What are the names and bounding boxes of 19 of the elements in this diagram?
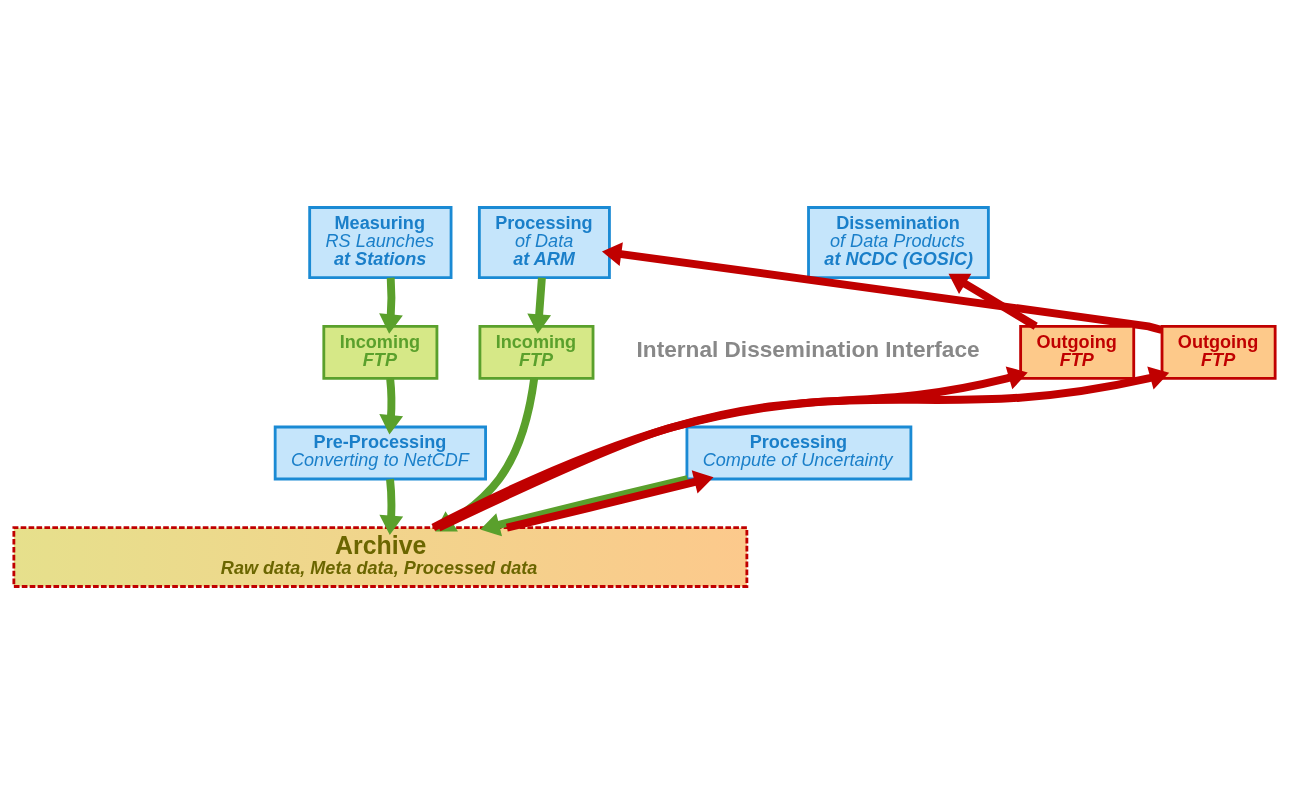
arrow xyxy=(379,277,403,334)
node-box: Processing Compute of Uncertainty xyxy=(685,425,913,481)
node-box: Incoming FTP xyxy=(322,324,439,380)
arrow xyxy=(527,277,552,334)
arrow xyxy=(379,478,404,535)
arrow xyxy=(379,378,404,435)
node-box: Outgoing FTP xyxy=(1019,324,1136,380)
node-box: Measuring RS Launches at Stations xyxy=(308,206,453,280)
node-box: Outgoing FTP xyxy=(1160,324,1277,380)
node-box: Incoming FTP xyxy=(478,324,595,380)
node-box: Dissemination of Data Products at NCDC (GOSIC) xyxy=(807,206,990,280)
node-box: Processing of Data at ARM xyxy=(477,206,611,280)
arrow xyxy=(602,242,1163,334)
node-box: Pre-Processing Converting to NetCDF xyxy=(273,425,487,481)
arrow xyxy=(480,475,689,537)
node-box: Archive Raw data, Meta data, Processed data xyxy=(12,526,749,588)
label: Internal Dissemination Interface xyxy=(636,336,980,362)
arrow xyxy=(505,470,714,532)
arrow xyxy=(948,273,1038,330)
